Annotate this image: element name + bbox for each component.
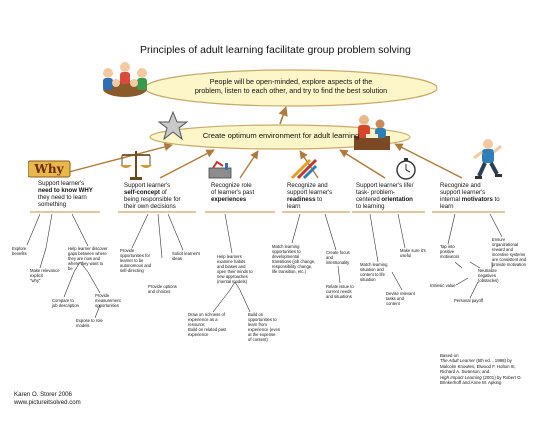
principle-need-to-know: Support learner's need to know WHY they … (38, 180, 93, 209)
principle-orientation: Support learner's life/ task- problem- c… (356, 182, 414, 211)
env-to-goal-arrow (278, 106, 288, 125)
principle-experiences: Recognize role of learner's past experie… (211, 182, 255, 204)
principle-self-concept: Support learner's self-concept of being … (124, 182, 181, 211)
note-connectors (26, 213, 503, 319)
balance-scale-icon (120, 151, 152, 180)
diagram-title: Principles of adult learning facilitate … (140, 44, 411, 56)
source-citation: Based on The Adult Learner (5th ed. , 19… (440, 353, 522, 386)
note-intrinsic-value: Intrinsic value (430, 283, 456, 288)
note-personal-payoff: Personal payoff (454, 298, 484, 303)
meeting-group-icon (103, 62, 147, 97)
environment-ellipse (149, 124, 411, 150)
toolbox-icon (208, 160, 232, 179)
principle-readiness: Recognize and support learner's readines… (287, 182, 333, 211)
running-man-icon (473, 139, 502, 179)
principle-arrows (64, 142, 463, 179)
website-link[interactable]: www.pictureitsolved.com (14, 399, 81, 406)
why-sign-label: Why (33, 162, 64, 176)
goal-line-2: problem, listen to each other, and try t… (194, 86, 388, 95)
teacher-student-icon (354, 115, 390, 150)
pencils-icon (290, 158, 318, 180)
why-sign-icon: Why (28, 160, 71, 178)
environment-text: Create optimum environment for adult lea… (202, 131, 360, 140)
author-credit: Karen O. Storer 2006 (14, 391, 72, 398)
principle-motivators: Recognize and support learner's internal… (440, 182, 500, 211)
star-icon (158, 111, 188, 141)
stopwatch-icon (396, 158, 416, 180)
goal-line-1: People will be open-minded, explore aspe… (209, 77, 373, 86)
goal-text: People will be open-minded, explore aspe… (176, 77, 406, 95)
